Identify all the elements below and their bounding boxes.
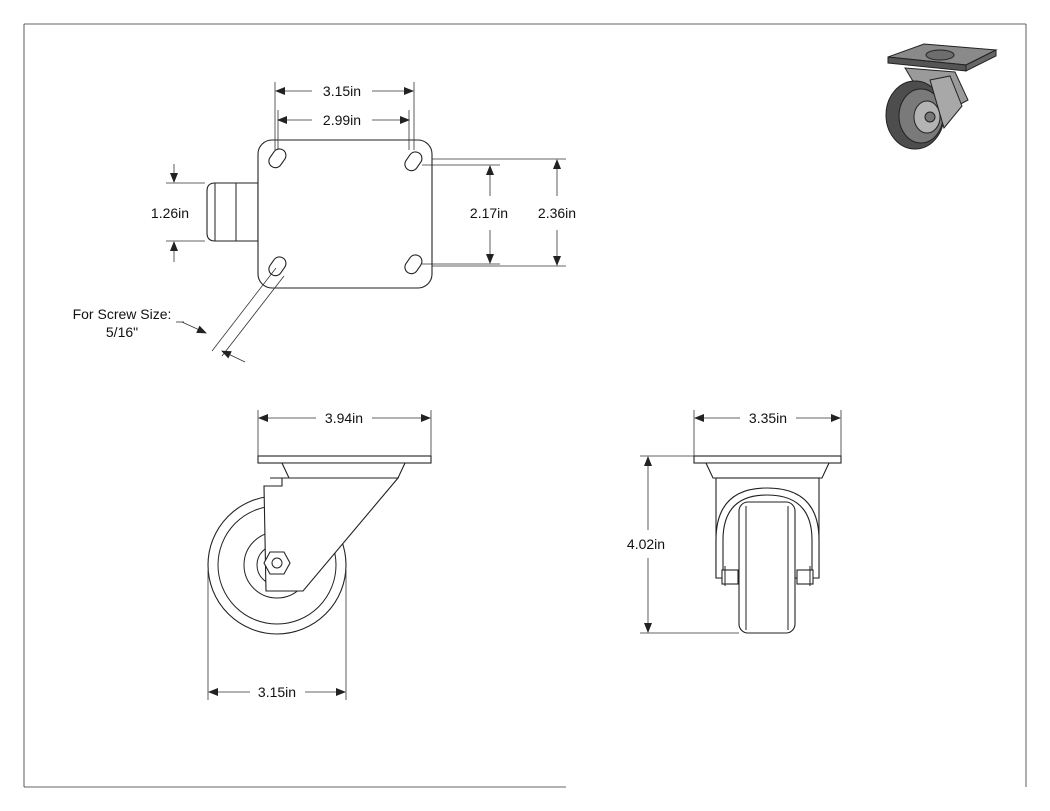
- dim-bolt-spacing-width: 2.99in: [323, 112, 361, 128]
- dim-side-plate-length: 3.94in: [325, 410, 363, 426]
- wheel-front: [738, 501, 796, 634]
- bolt-slot-icon: [268, 148, 423, 277]
- top-view: 3.15in 2.99in 2.17in 2.36in 1.26in For S…: [73, 82, 576, 363]
- dim-bolt-spacing-height: 2.17in: [470, 205, 508, 221]
- top-plate: [257, 139, 433, 289]
- axle-nut-icon: [263, 551, 291, 575]
- fork-horseshoe: [715, 487, 820, 579]
- side-view: 3.94in 3.15in: [207, 410, 432, 700]
- dim-swivel-housing: 1.26in: [151, 205, 189, 221]
- drawing-border: [23, 23, 1027, 788]
- dim-front-plate-width: 3.35in: [749, 410, 787, 426]
- caster-isometric-icon: [885, 43, 998, 150]
- dim-overall-height: 4.02in: [627, 536, 665, 552]
- swivel-housing: [206, 182, 259, 242]
- dim-plate-height: 2.36in: [538, 205, 576, 221]
- front-view: 3.35in 4.02in: [627, 410, 842, 634]
- dim-top-plate-width: 3.15in: [323, 83, 361, 99]
- screw-size-label: For Screw Size:: [73, 306, 172, 322]
- dim-wheel-diameter: 3.15in: [258, 684, 296, 700]
- screw-size-value: 5/16": [106, 324, 138, 340]
